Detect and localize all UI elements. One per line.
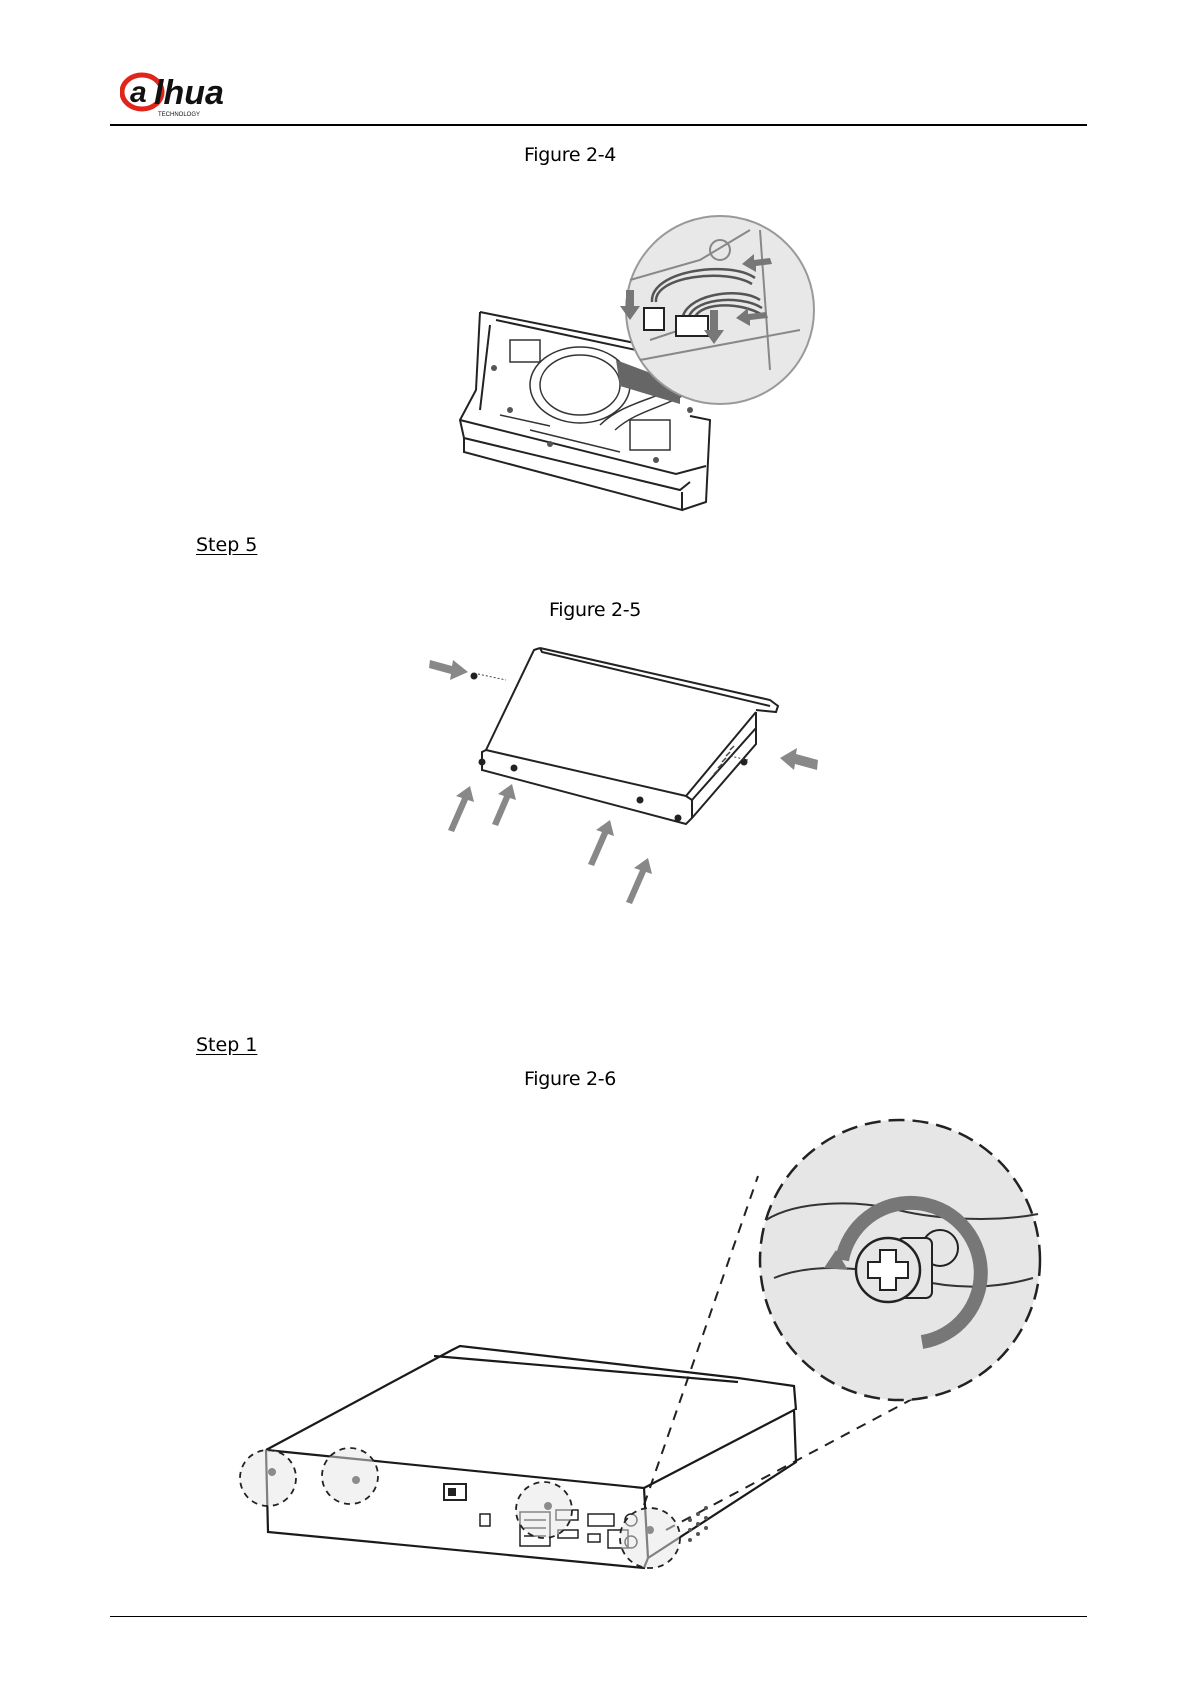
- figure-2-4-illustration: [420, 220, 860, 520]
- figure-2-4-caption: Figure 2-4: [524, 144, 616, 166]
- step-5-label: Step 5: [196, 534, 257, 556]
- header-rule: [110, 124, 1087, 126]
- svg-text:a: a: [130, 76, 147, 109]
- step-1-label: Step 1: [196, 1034, 257, 1056]
- figure-2-5-caption: Figure 2-5: [549, 599, 641, 621]
- svg-text:TECHNOLOGY: TECHNOLOGY: [158, 112, 200, 118]
- figure-2-6-caption: Figure 2-6: [524, 1068, 616, 1090]
- svg-text:lhua: lhua: [154, 74, 224, 112]
- dahua-logo: a lhua TECHNOLOGY: [120, 68, 260, 120]
- figure-2-5-illustration: [430, 640, 850, 920]
- figure-2-6-illustration: [238, 1110, 1038, 1580]
- footer-rule: [110, 1616, 1087, 1617]
